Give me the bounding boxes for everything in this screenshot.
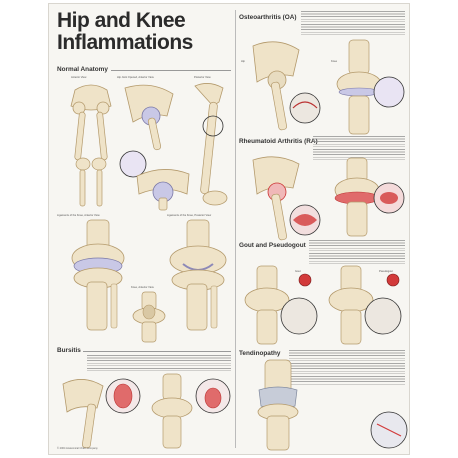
ra-hip-illustration [252, 156, 321, 241]
section-rule [83, 351, 231, 352]
section-rheumatoid-arthritis: Rheumatoid Arthritis (RA) [239, 138, 318, 145]
gout-knee-illustration [244, 265, 318, 345]
hip-cross-section-illustration [136, 169, 190, 211]
skeleton-anterior-illustration [70, 84, 147, 207]
caption-pseudogout: Pseudogout [379, 270, 393, 273]
section-bursitis: Bursitis [57, 347, 81, 354]
column-divider [235, 10, 236, 448]
caption-knee-lateral: Knee, Anterior View [131, 286, 154, 289]
caption-posterior-view: Posterior View [194, 76, 211, 79]
caption-hip-joint: Hip Joint Opened, Anterior View [117, 76, 154, 79]
title-line-2: Inflammations [57, 31, 193, 54]
poster-footer: © 2004 Anatomical Chart Company [57, 447, 98, 450]
tendinopathy-illustration [257, 359, 408, 451]
bursitis-knee-illustration [151, 373, 231, 449]
oa-description-text-lines [301, 11, 405, 35]
knee-ligaments-anterior-illustration [71, 219, 125, 331]
caption-knee-anterior: Ligaments of the Knee, Anterior View [57, 214, 100, 217]
section-tendinopathy: Tendinopathy [239, 350, 281, 357]
section-gout: Gout and Pseudogout [239, 242, 306, 249]
section-osteoarthritis: Osteoarthritis (OA) [239, 14, 297, 21]
caption-oa-knee: Knee [331, 60, 338, 63]
bursitis-description-text-lines [87, 355, 231, 371]
femur-posterior-illustration [194, 83, 228, 206]
knee-anterior-small-illustration [132, 291, 166, 343]
caption-gout: Gout [295, 270, 301, 273]
anatomical-poster: Hip and Knee Inflammations Normal Anatom… [48, 3, 410, 455]
poster-title: Hip and Knee Inflammations [57, 10, 232, 54]
ra-knee-illustration [334, 157, 405, 237]
section-normal-anatomy: Normal Anatomy [57, 66, 108, 73]
pseudogout-knee-illustration [328, 265, 402, 345]
caption-knee-posterior: Ligaments of the Knee, Posterior View [167, 214, 212, 217]
hip-joint-opened-illustration [124, 84, 174, 151]
gout-description-text-lines [309, 240, 405, 264]
oa-knee-illustration [336, 39, 405, 135]
bursitis-hip-illustration [62, 378, 141, 449]
tendinopathy-description-text-lines [289, 350, 405, 386]
knee-ligaments-posterior-illustration [169, 219, 227, 331]
oa-hip-illustration [252, 41, 321, 131]
section-rule [111, 70, 231, 71]
caption-oa-hip: Hip [241, 60, 245, 63]
title-line-1: Hip and Knee [57, 9, 186, 32]
caption-anterior-view: Anterior View [71, 76, 87, 79]
